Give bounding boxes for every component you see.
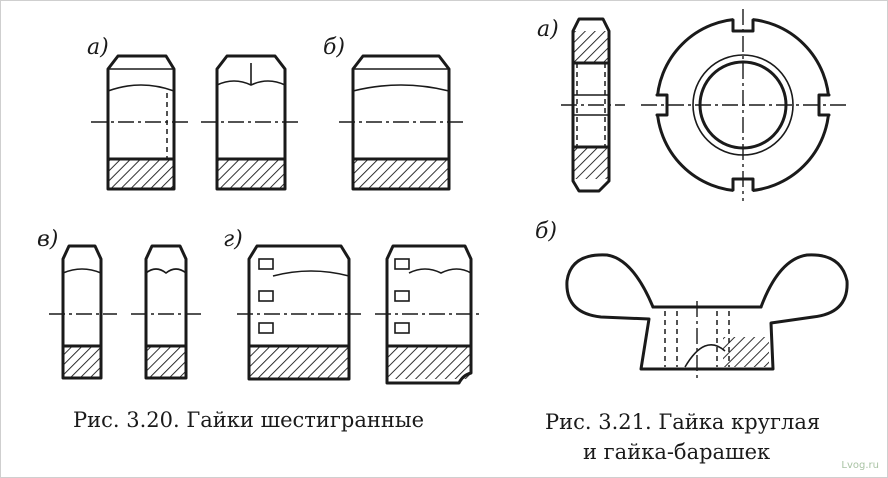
- label-3-21-a: а): [537, 17, 559, 42]
- castle-nut-g-front: [237, 244, 361, 381]
- round-nut-top-view: [641, 9, 847, 201]
- label-3-20-v: в): [37, 227, 59, 252]
- hex-nut-a-side-view: [201, 54, 299, 191]
- label-3-20-a: а): [87, 35, 109, 60]
- label-3-20-b: б): [323, 35, 346, 60]
- caption-figure-3-21-line2: и гайка-барашек: [583, 440, 771, 464]
- hex-nut-b-view: [339, 54, 463, 191]
- thin-hex-nut-v-front: [49, 244, 117, 380]
- thin-hex-nut-v-side: [131, 244, 201, 380]
- caption-figure-3-20: Рис. 3.20. Гайки шестигранные: [73, 408, 424, 432]
- round-nut-section-view: [561, 17, 625, 193]
- label-3-20-g: г): [223, 227, 243, 252]
- label-3-21-b: б): [535, 219, 558, 244]
- wing-nut-view: [565, 253, 849, 381]
- hex-nut-a-front-view: [91, 54, 191, 191]
- castle-nut-g-side: [375, 244, 481, 385]
- caption-figure-3-21-line1: Рис. 3.21. Гайка круглая: [545, 410, 821, 434]
- watermark: Lvog.ru: [841, 460, 879, 471]
